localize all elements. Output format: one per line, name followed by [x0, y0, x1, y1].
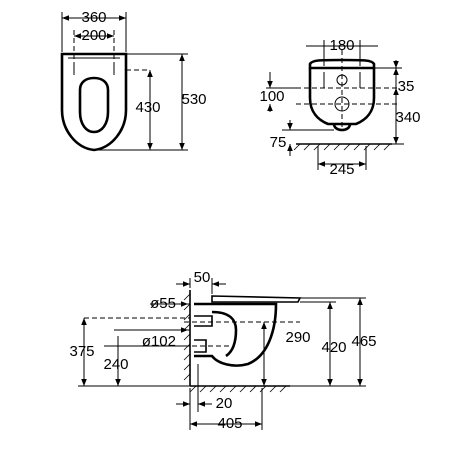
dim-projection: 405 — [190, 388, 263, 432]
dim-outlet-diameter: ø102 — [114, 327, 190, 350]
dim-top-offset: 50 — [176, 269, 226, 294]
dim-foot-width: 245 — [317, 146, 367, 178]
dim-rim-height: 420 — [290, 301, 366, 387]
dim-label-420: 420 — [321, 339, 346, 356]
front-view-outline — [296, 50, 398, 132]
dim-overall-height: 340 — [376, 68, 421, 145]
dim-label-100: 100 — [259, 88, 284, 105]
dim-label-180: 180 — [329, 37, 354, 54]
dim-label-405: 405 — [217, 415, 242, 432]
dim-label-240: 240 — [103, 356, 128, 373]
dim-outlet-height: 75 — [270, 120, 334, 156]
dim-label-75: 75 — [270, 134, 287, 151]
dim-inner-height: 290 — [261, 322, 311, 386]
dim-label-o55: ø55 — [150, 295, 176, 312]
top-view: 360 200 430 530 — [60, 9, 207, 152]
side-view: 50 ø55 ø102 375 240 290 — [69, 269, 376, 432]
dim-label-360: 360 — [81, 9, 106, 26]
dim-inlet-diameter: ø55 — [150, 295, 190, 312]
dim-label-35: 35 — [398, 78, 415, 95]
side-view-outline — [84, 295, 302, 367]
dim-overall-length: 530 — [126, 53, 207, 151]
dim-label-375: 375 — [69, 343, 94, 360]
dim-label-245: 245 — [329, 161, 354, 178]
dim-fixing-horizontal: 180 — [306, 37, 378, 66]
dim-lower-offset: 100 — [259, 72, 296, 112]
dim-upper-offset: 35 — [374, 60, 414, 96]
dim-rim-length: 430 — [96, 70, 161, 151]
side-view-floor — [189, 385, 290, 393]
dim-label-340: 340 — [395, 109, 420, 126]
dim-label-430: 430 — [135, 99, 160, 116]
dim-label-465: 465 — [351, 333, 376, 350]
dim-label-200: 200 — [81, 27, 106, 44]
dim-label-530: 530 — [181, 91, 206, 108]
dim-label-50: 50 — [194, 269, 211, 286]
dim-lower-fix-height: 240 — [103, 336, 190, 386]
dim-label-o102: ø102 — [142, 333, 176, 350]
front-view: 180 35 100 340 75 — [259, 37, 420, 178]
dim-overall-width: 360 — [61, 9, 127, 52]
dim-label-20: 20 — [216, 395, 233, 412]
front-view-floor — [293, 143, 392, 151]
dim-fixing-spacing: 200 — [73, 27, 115, 75]
dim-outlet-center-height: 375 — [69, 318, 190, 387]
dim-overall-height-side: 465 — [300, 297, 377, 386]
dim-label-290: 290 — [285, 329, 310, 346]
